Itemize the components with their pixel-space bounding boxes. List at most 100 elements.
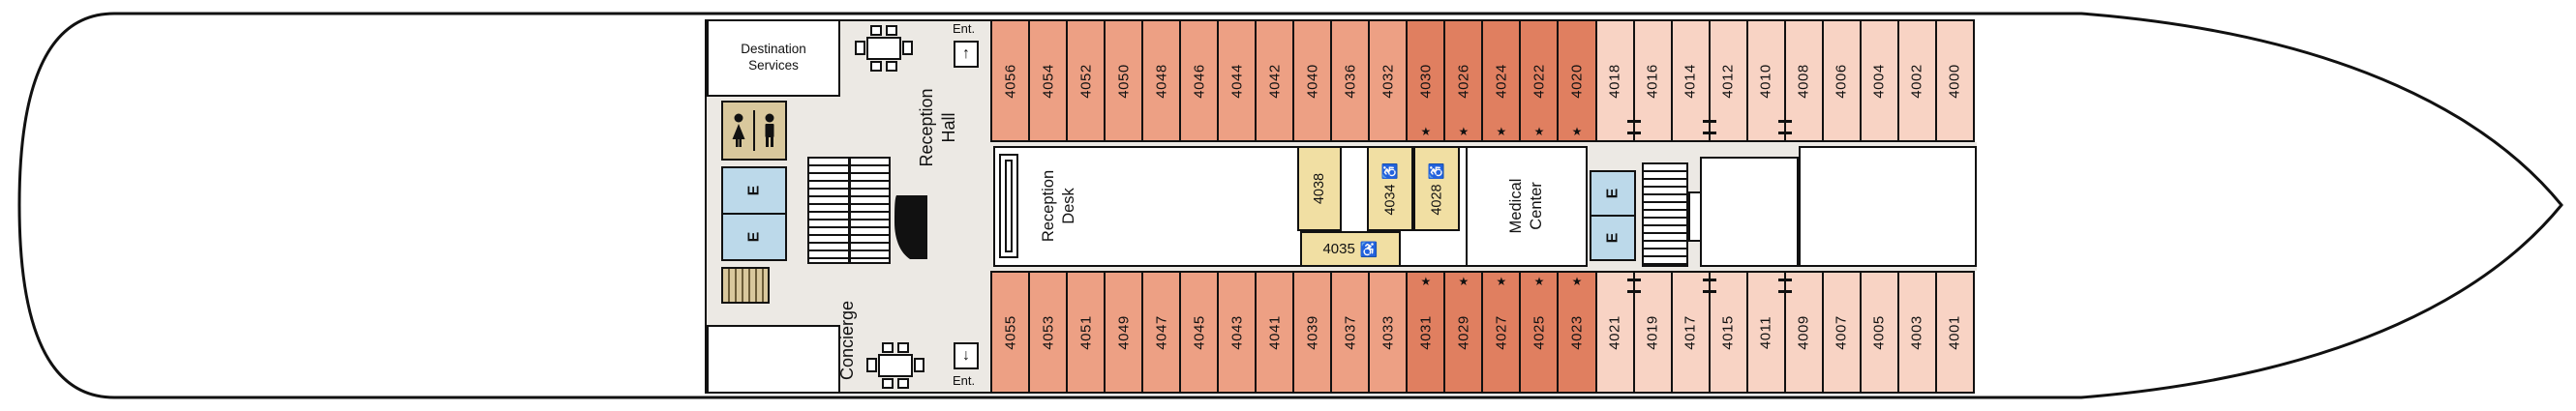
cabin-4027[interactable]: 4027★ — [1481, 273, 1520, 392]
cabin-4004[interactable]: 4004 — [1859, 21, 1897, 140]
cabin-4037[interactable]: 4037 — [1330, 273, 1369, 392]
cabin-4041[interactable]: 4041 — [1255, 273, 1293, 392]
man-icon — [760, 112, 779, 149]
star-icon: ★ — [1533, 275, 1545, 288]
cabin-4048[interactable]: 4048 — [1141, 21, 1180, 140]
entrance-label-bottom: Ent. — [953, 373, 976, 388]
destination-services-room: Destination Services — [707, 19, 840, 97]
cabin-number: 4012 — [1719, 63, 1737, 99]
elevator: E — [721, 166, 787, 215]
cabin-4042[interactable]: 4042 — [1255, 21, 1293, 140]
cabin-number: 4024 — [1493, 63, 1510, 99]
elevator: E — [1590, 170, 1636, 217]
restroom-divider — [753, 110, 755, 151]
elevator: E — [721, 213, 787, 261]
cabin-number: 4028 — [1429, 183, 1445, 216]
cabin-4050[interactable]: 4050 — [1104, 21, 1142, 140]
cabin-number: 4022 — [1530, 63, 1548, 99]
cabin-4003[interactable]: 4003 — [1896, 273, 1935, 392]
cabin-4046[interactable]: 4046 — [1179, 21, 1218, 140]
cabin-number: 4021 — [1606, 314, 1623, 350]
gangway-icon — [1626, 120, 1641, 134]
cabin-4047[interactable]: 4047 — [1141, 273, 1180, 392]
cabin-number: 4032 — [1379, 63, 1397, 99]
gangway-icon — [1777, 120, 1792, 134]
cabin-number: 4033 — [1379, 314, 1397, 350]
cabin-4051[interactable]: 4051 — [1066, 273, 1105, 392]
cabin-4016[interactable]: 4016 — [1632, 21, 1671, 140]
cabin-4044[interactable]: 4044 — [1217, 21, 1256, 140]
cabin-4053[interactable]: 4053 — [1028, 273, 1067, 392]
cabin-4030[interactable]: 4030★ — [1406, 21, 1444, 140]
cabin-4010[interactable]: 4010 — [1745, 21, 1792, 140]
cabin-4007[interactable]: 4007 — [1821, 273, 1860, 392]
cabin-number: 4046 — [1191, 63, 1208, 99]
cabin-number: 4025 — [1530, 314, 1548, 350]
cabin-4021[interactable]: 4021 — [1594, 273, 1641, 392]
cabin-number: 4030 — [1417, 63, 1435, 99]
cabin-number: 4005 — [1870, 314, 1888, 350]
cabin-4023[interactable]: 4023★ — [1557, 273, 1595, 392]
cabin-4039[interactable]: 4039 — [1292, 273, 1331, 392]
elevator-label: E — [1603, 188, 1621, 199]
cabin-4014[interactable]: 4014 — [1670, 21, 1716, 140]
cabin-4022[interactable]: 4022★ — [1519, 21, 1558, 140]
cabin-number: 4018 — [1606, 63, 1623, 99]
cabin-4049[interactable]: 4049 — [1104, 273, 1142, 392]
cabin-4036[interactable]: 4036 — [1330, 21, 1369, 140]
table-and-chairs-icon — [852, 21, 916, 80]
cabin-4035[interactable]: 4035 ♿ — [1300, 231, 1401, 267]
cabin-number: 4043 — [1228, 314, 1246, 350]
cabin-4054[interactable]: 4054 — [1028, 21, 1067, 140]
cabin-4017[interactable]: 4017 — [1670, 273, 1716, 392]
staircase-divider — [848, 159, 851, 262]
cabin-4033[interactable]: 4033 — [1368, 273, 1407, 392]
cabin-4031[interactable]: 4031★ — [1406, 273, 1444, 392]
concierge-label: Concierge — [837, 300, 857, 381]
cabin-4052[interactable]: 4052 — [1066, 21, 1105, 140]
cabin-4034[interactable]: 4034 ♿ — [1367, 146, 1413, 231]
cabin-number: 4029 — [1455, 314, 1472, 350]
cabin-4043[interactable]: 4043 — [1217, 273, 1256, 392]
cabin-4002[interactable]: 4002 — [1896, 21, 1935, 140]
cabin-number: 4007 — [1833, 314, 1850, 350]
cabin-4029[interactable]: 4029★ — [1443, 273, 1482, 392]
cabin-number: 4000 — [1946, 63, 1963, 99]
cabin-number: 4015 — [1719, 314, 1737, 350]
cabin-4020[interactable]: 4020★ — [1557, 21, 1595, 140]
stairs-icon — [1642, 162, 1688, 267]
cabin-number: 4004 — [1870, 63, 1888, 99]
cabin-4038[interactable]: 4038 — [1297, 146, 1342, 231]
cabin-number: 4014 — [1682, 63, 1699, 99]
cabin-number: 4048 — [1153, 63, 1170, 99]
cabin-number: 4034 — [1382, 183, 1399, 216]
cabin-4032[interactable]: 4032 — [1368, 21, 1407, 140]
cabin-4018[interactable]: 4018 — [1594, 21, 1641, 140]
cabin-4006[interactable]: 4006 — [1821, 21, 1860, 140]
entrance-arrow-bottom: ↓ — [954, 342, 979, 369]
wheelchair-icon: ♿ — [1382, 161, 1399, 180]
cabin-4025[interactable]: 4025 ★ — [1519, 273, 1558, 392]
cabin-number: 4011 — [1757, 315, 1774, 349]
cabin-4000[interactable]: 4000 — [1934, 21, 1973, 140]
cabin-4024[interactable]: 4024 ★ — [1481, 21, 1520, 140]
cabin-4011[interactable]: 4011 — [1745, 273, 1792, 392]
cabin-4040[interactable]: 4040 — [1292, 21, 1331, 140]
cabin-4056[interactable]: 4056 — [992, 21, 1029, 140]
cabin-4045[interactable]: 4045 — [1179, 273, 1218, 392]
elevator-label: E — [744, 231, 762, 243]
up-arrow-icon: ↑ — [962, 45, 970, 62]
cabin-4026[interactable]: 4026★ — [1443, 21, 1482, 140]
gangway-icon — [1626, 279, 1641, 293]
cabin-number: 4051 — [1077, 314, 1095, 350]
cabin-4001[interactable]: 4001 — [1934, 273, 1973, 392]
cabin-4055[interactable]: 4055 — [992, 273, 1029, 392]
cabin-4005[interactable]: 4005 — [1859, 273, 1897, 392]
cabin-number: 4031 — [1417, 314, 1435, 350]
cabin-4028[interactable]: 4028 ♿ — [1413, 146, 1460, 231]
cabin-number: 4038 — [1311, 172, 1327, 205]
star-icon: ★ — [1496, 125, 1507, 138]
